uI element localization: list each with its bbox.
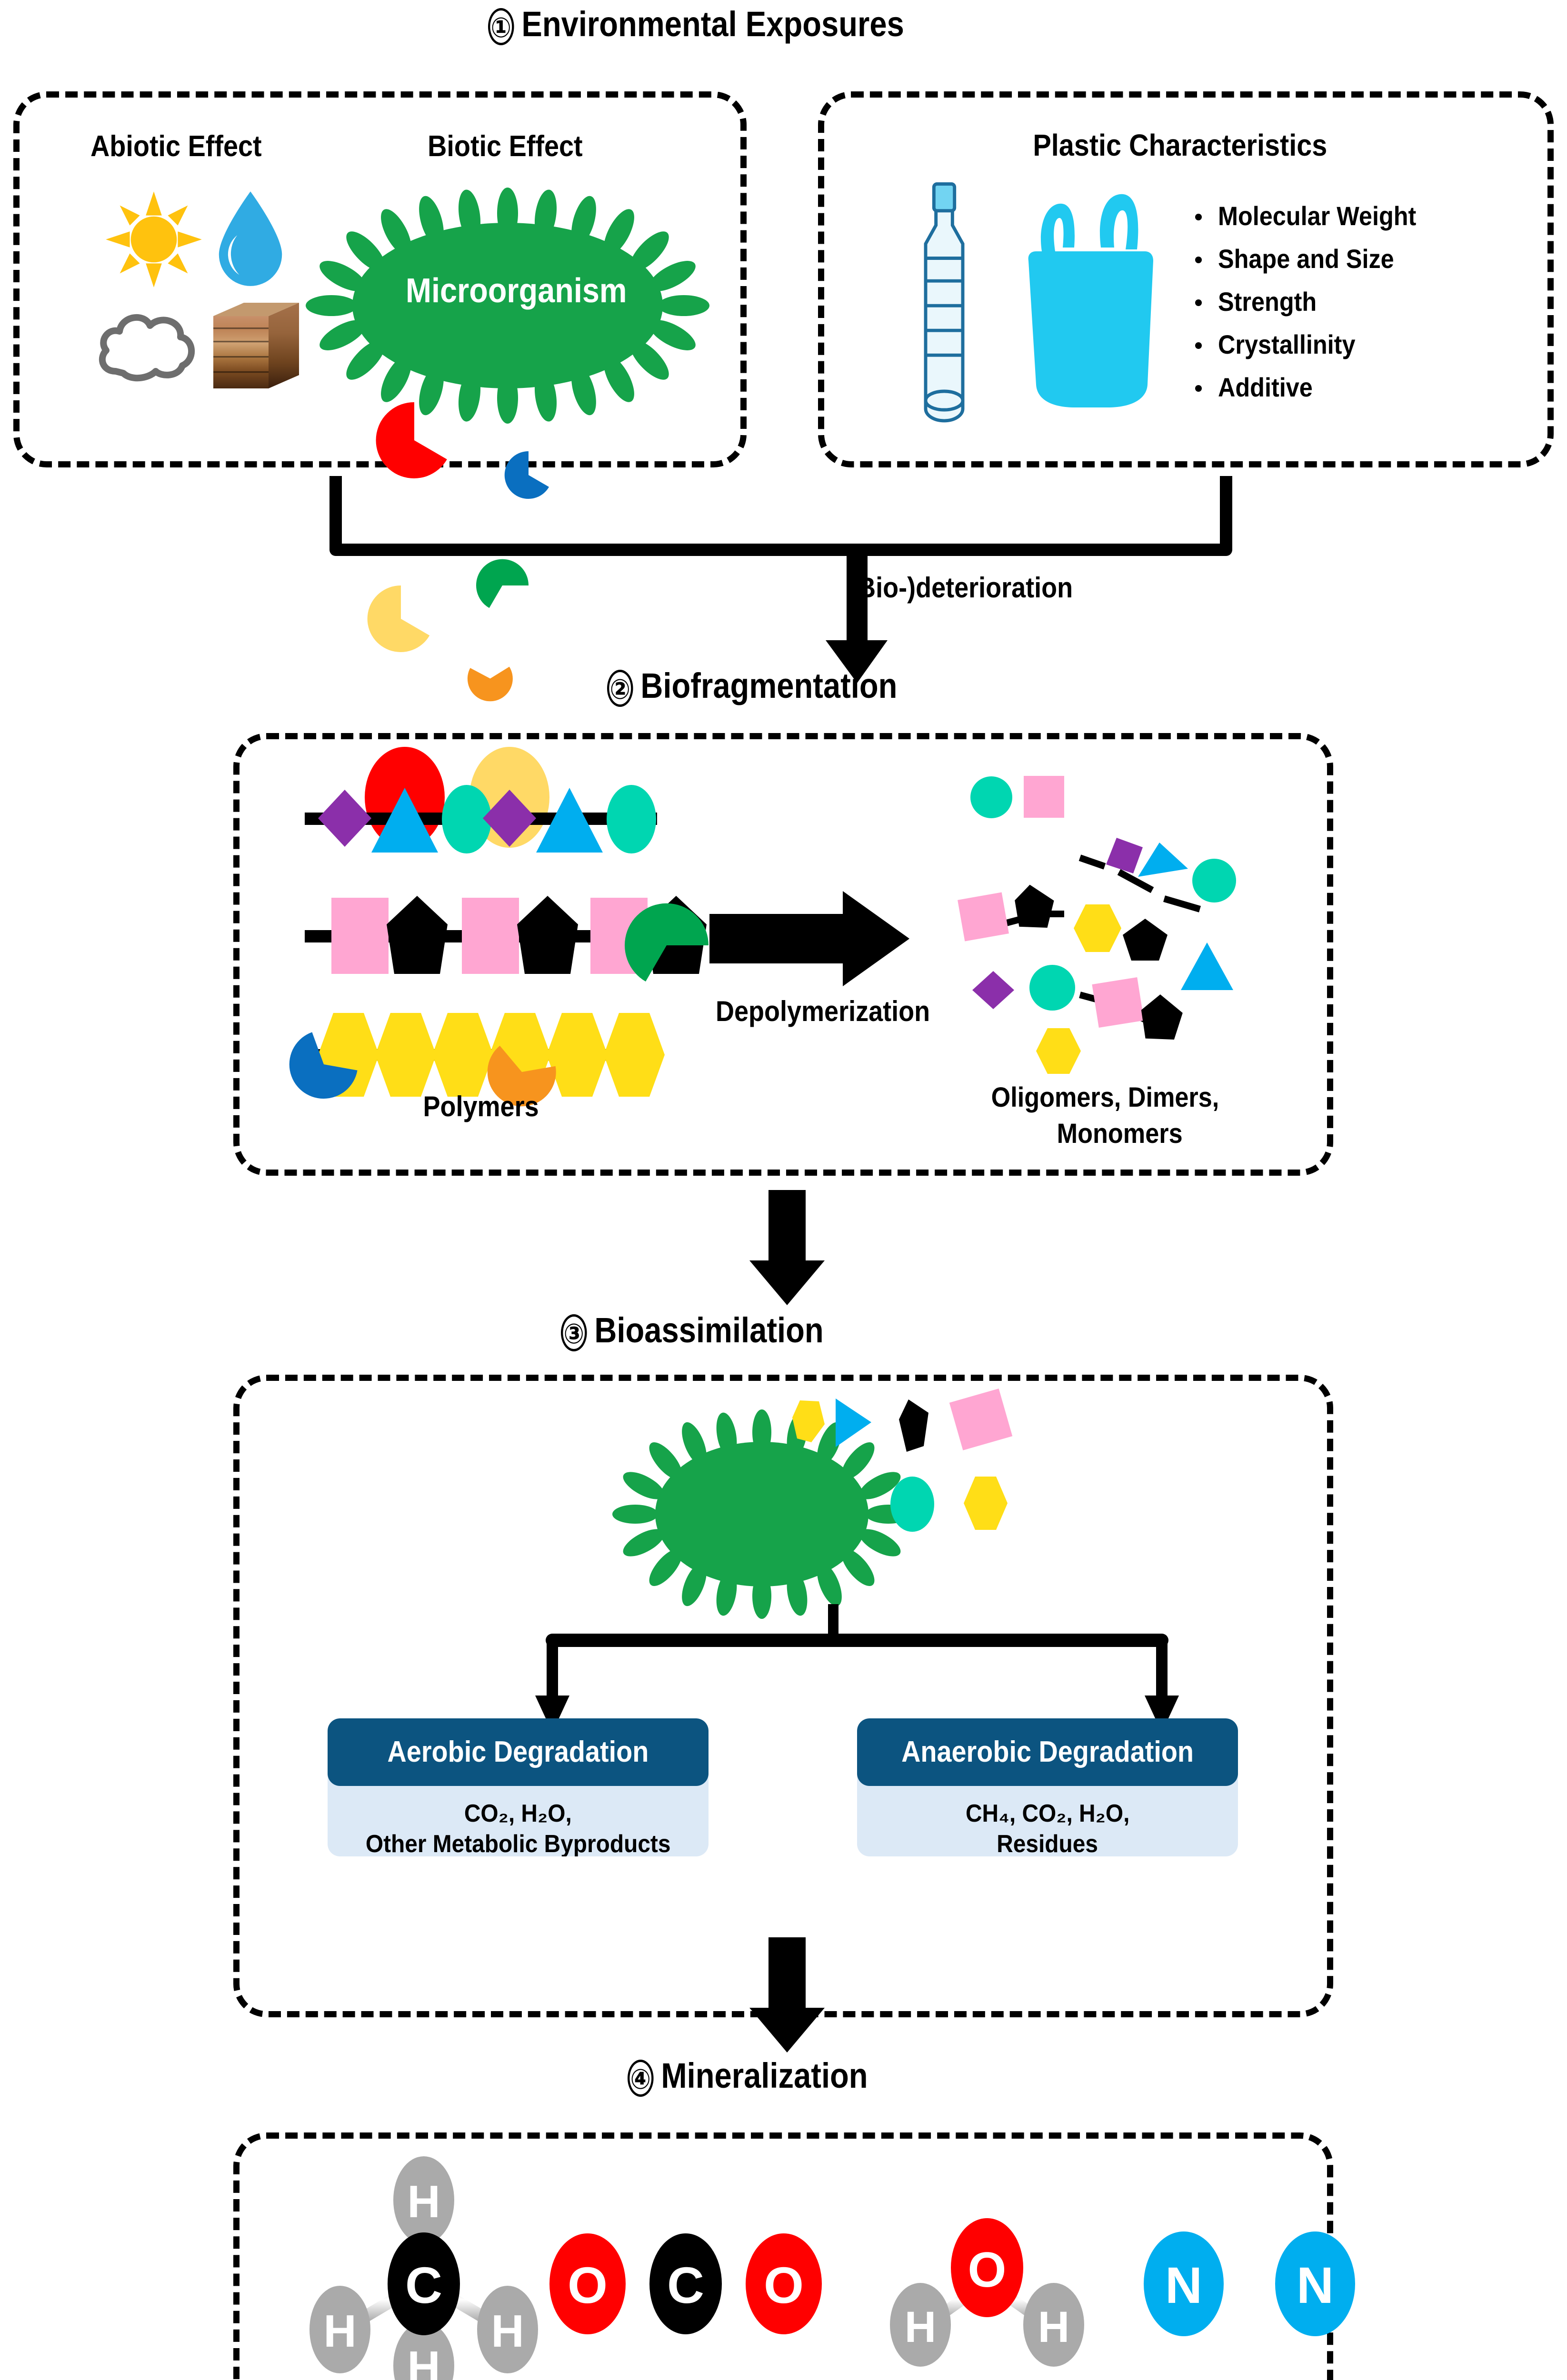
depolymerization-arrow — [709, 891, 909, 986]
stage-4-number: ④ — [628, 2060, 654, 2097]
stage3-to-stage4-arrow — [749, 1937, 825, 2053]
bullet-item: Additive — [1195, 374, 1438, 401]
anaerobic-degradation-body: CH₄, CO₂, H₂O, Residues — [965, 1800, 1130, 1856]
microorganism-label: Microorganism — [406, 272, 627, 310]
microorganism-icon-stage3 — [612, 1409, 911, 1619]
dinitrogen-molecule: N N — [1144, 2231, 1355, 2336]
bullet-dot — [1195, 257, 1202, 263]
anaerobic-degradation-header: Anaerobic Degradation — [857, 1718, 1238, 1786]
atom-label-h: H — [407, 2342, 440, 2380]
bullet-dot — [1195, 299, 1202, 306]
plastic-characteristics-bullets: Molecular Weight Shape and Size Strength… — [1195, 203, 1438, 401]
enzyme-green-icon — [476, 559, 529, 608]
atom-label-o: O — [968, 2242, 1007, 2298]
stage-1-number: ① — [488, 8, 514, 46]
biotic-effect-label: Biotic Effect — [428, 130, 583, 163]
bullet-item: Crystallinity — [1195, 331, 1438, 358]
stage2-to-stage3-arrow — [749, 1190, 825, 1305]
atom-label-c: C — [405, 2256, 442, 2314]
aerobic-degradation-header: Aerobic Degradation — [328, 1718, 709, 1786]
atom-label-h: H — [323, 2306, 356, 2357]
stage-3-title: Bioassimilation — [594, 1310, 824, 1350]
plastic-characteristics-title: Plastic Characteristics — [1033, 128, 1327, 162]
bullet-item: Molecular Weight — [1195, 203, 1438, 229]
bullet-item: Shape and Size — [1195, 246, 1438, 272]
depolymerization-label: Depolymerization — [716, 995, 930, 1027]
atom-label-o: O — [568, 2256, 608, 2314]
atom-label-o: O — [764, 2256, 804, 2314]
abiotic-effect-label: Abiotic Effect — [90, 130, 262, 163]
methane-molecule: H H H H C — [309, 2156, 538, 2380]
soil-cube-icon — [213, 303, 299, 388]
anaerobic-degradation-box: Anaerobic Degradation CH₄, CO₂, H₂O, Res… — [857, 1718, 1238, 1856]
stage-3-number: ③ — [561, 1314, 587, 1352]
atom-label-h: H — [407, 2176, 440, 2227]
bullet-dot — [1195, 214, 1202, 220]
stage-2-number: ② — [607, 670, 633, 707]
atom-label-n: N — [1165, 2256, 1202, 2314]
absorbed-monomers — [792, 1388, 1013, 1532]
water-drop-icon — [219, 191, 282, 286]
stage-4-title: Mineralization — [661, 2056, 868, 2095]
products-label-line2: Monomers — [1057, 1118, 1183, 1149]
atom-label-h: H — [491, 2306, 524, 2357]
aerobic-degradation-box: Aerobic Degradation CO₂, H₂O, Other Meta… — [328, 1718, 709, 1856]
atom-label-n: N — [1297, 2256, 1334, 2314]
merge-bracket — [329, 476, 1232, 556]
bullet-item: Strength — [1195, 288, 1438, 315]
atom-label-h: H — [1038, 2303, 1069, 2351]
microorganism-icon — [306, 188, 709, 424]
plastic-bottle-icon — [924, 182, 965, 423]
products-label-line1: Oligomers, Dimers, — [991, 1082, 1219, 1113]
atom-label-h: H — [905, 2303, 936, 2351]
aerobic-degradation-body: CO₂, H₂O, Other Metabolic Byproducts — [365, 1800, 671, 1856]
carbon-dioxide-molecule: O O C — [549, 2233, 822, 2334]
enzyme-blue-icon — [504, 451, 549, 499]
monomer-cluster — [958, 776, 1236, 1074]
stage-1-title: Environmental Exposures — [521, 4, 904, 44]
polymer-chain-1 — [305, 747, 657, 853]
bullet-dot — [1195, 342, 1202, 349]
atom-label-c: C — [667, 2256, 704, 2314]
cloud-icon — [99, 314, 195, 382]
bioassimilation-split-bracket — [535, 1604, 1179, 1733]
water-molecule: O H H — [890, 2218, 1084, 2367]
deterioration-arrow — [826, 545, 888, 683]
polymer-chain-2 — [305, 896, 709, 982]
deterioration-arrow-label: (Bio-)deterioration — [848, 572, 1073, 604]
enzyme-yellow-icon — [367, 585, 430, 652]
bullet-dot — [1195, 385, 1202, 392]
plastic-bag-icon — [1028, 194, 1153, 407]
enzyme-red-icon — [376, 402, 447, 478]
polymer-chain-3 — [289, 1013, 665, 1107]
enzyme-orange-icon — [467, 666, 513, 702]
polymers-label: Polymers — [423, 1091, 539, 1122]
sun-icon — [106, 191, 202, 288]
stage-2-title: Biofragmentation — [640, 666, 898, 705]
